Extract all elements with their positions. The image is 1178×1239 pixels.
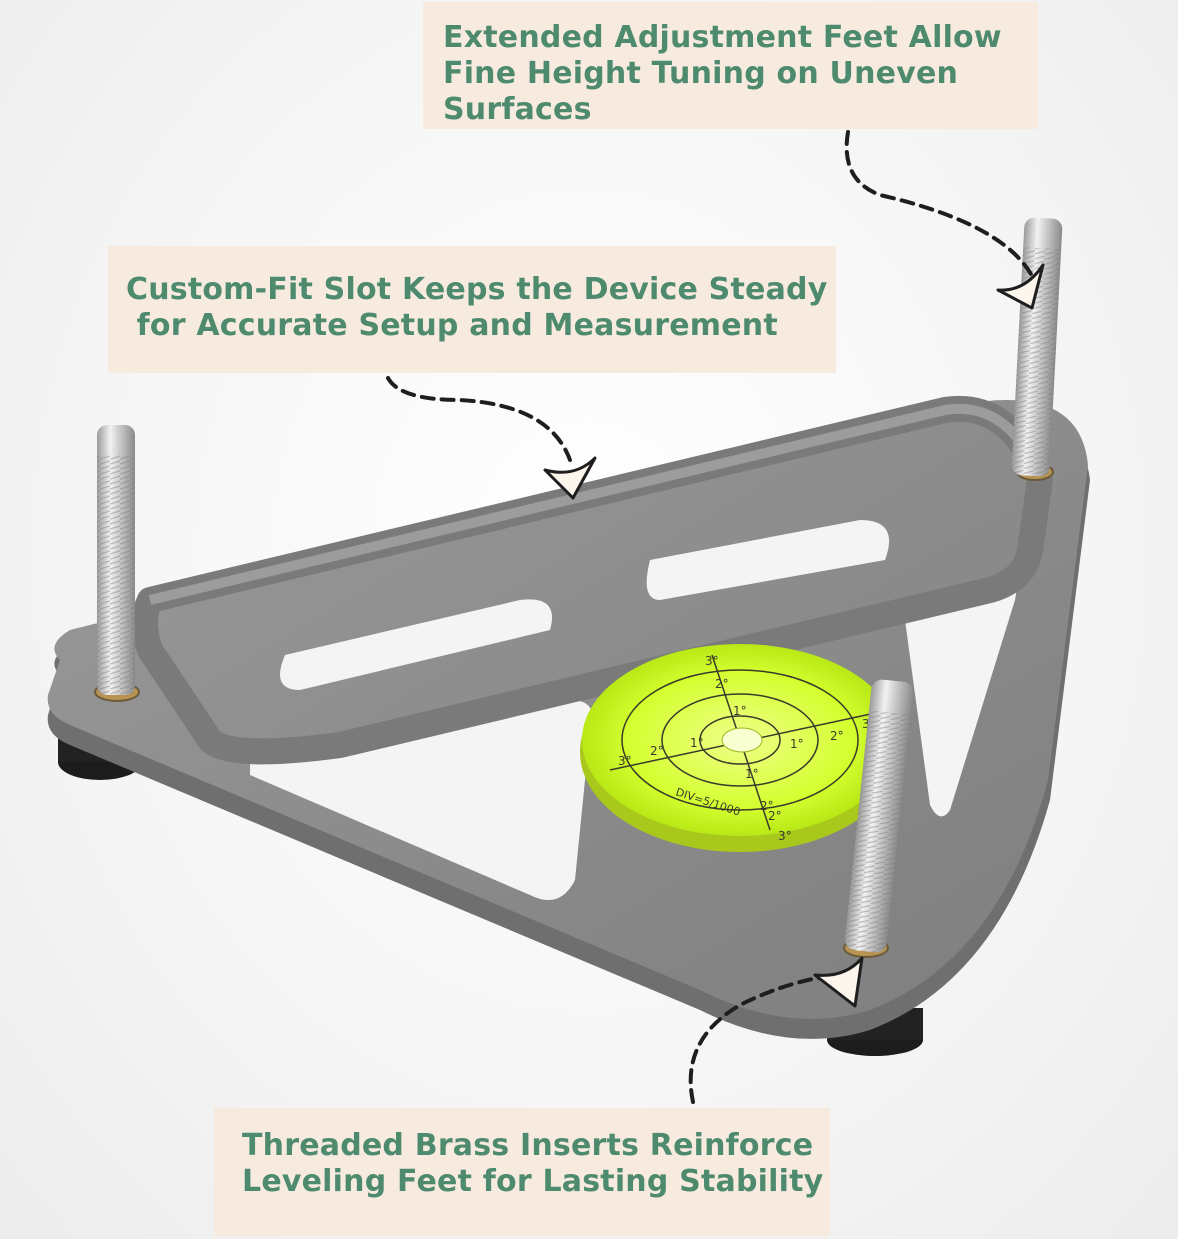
callout-line: Fine Height Tuning on Uneven xyxy=(443,56,959,91)
level-mark: 3° xyxy=(618,754,632,768)
bubble xyxy=(721,727,763,753)
callout-line: Leveling Feet for Lasting Stability xyxy=(242,1164,824,1199)
threaded-rod-front xyxy=(843,679,914,954)
arrow-bottom-dashed xyxy=(688,973,840,1104)
arrow-top-head-icon xyxy=(996,263,1045,310)
callout-line: Custom-Fit Slot Keeps the Device Steady xyxy=(126,272,828,307)
callout-custom-fit-slot: Custom-Fit Slot Keeps the Device Steady … xyxy=(108,246,836,373)
arrow-middle-dashed xyxy=(386,376,572,462)
cutout-right-triangle xyxy=(905,575,1017,817)
level-mark: 3° xyxy=(705,654,719,668)
callout-adjustment-feet: Extended Adjustment Feet Allow Fine Heig… xyxy=(423,2,1038,129)
callout-brass-inserts: Threaded Brass Inserts Reinforce Levelin… xyxy=(214,1108,830,1236)
level-mark: 2° xyxy=(650,744,664,758)
level-mark: 2° xyxy=(830,729,844,743)
level-mark: 1° xyxy=(790,737,804,751)
level-mark: 2° xyxy=(768,809,782,823)
level-mark: 1° xyxy=(745,767,759,781)
level-mark: 2° xyxy=(760,799,774,813)
callout-line: Threaded Brass Inserts Reinforce xyxy=(242,1128,814,1163)
callout-line: Extended Adjustment Feet Allow xyxy=(443,20,1002,55)
threaded-rod-left xyxy=(97,425,135,695)
arrow-top-dashed xyxy=(844,130,1037,284)
level-mark: 2° xyxy=(715,677,729,691)
bubble-level-ring-outer xyxy=(621,669,859,811)
arrow-middle-head-icon xyxy=(543,456,597,500)
bubble-level-ring-mid xyxy=(661,693,819,787)
cutout-left-slot xyxy=(280,599,552,690)
arrow-bottom-head-icon xyxy=(813,956,864,1008)
callout-line: Surfaces xyxy=(443,92,592,127)
level-mark: 1° xyxy=(690,736,704,750)
cutout-right-slot xyxy=(646,520,890,600)
level-mark: 3° xyxy=(778,829,792,843)
callout-line: for Accurate Setup and Measurement xyxy=(126,308,778,343)
level-mark: 1° xyxy=(733,704,747,718)
bubble-level-ring-inner xyxy=(699,715,781,765)
